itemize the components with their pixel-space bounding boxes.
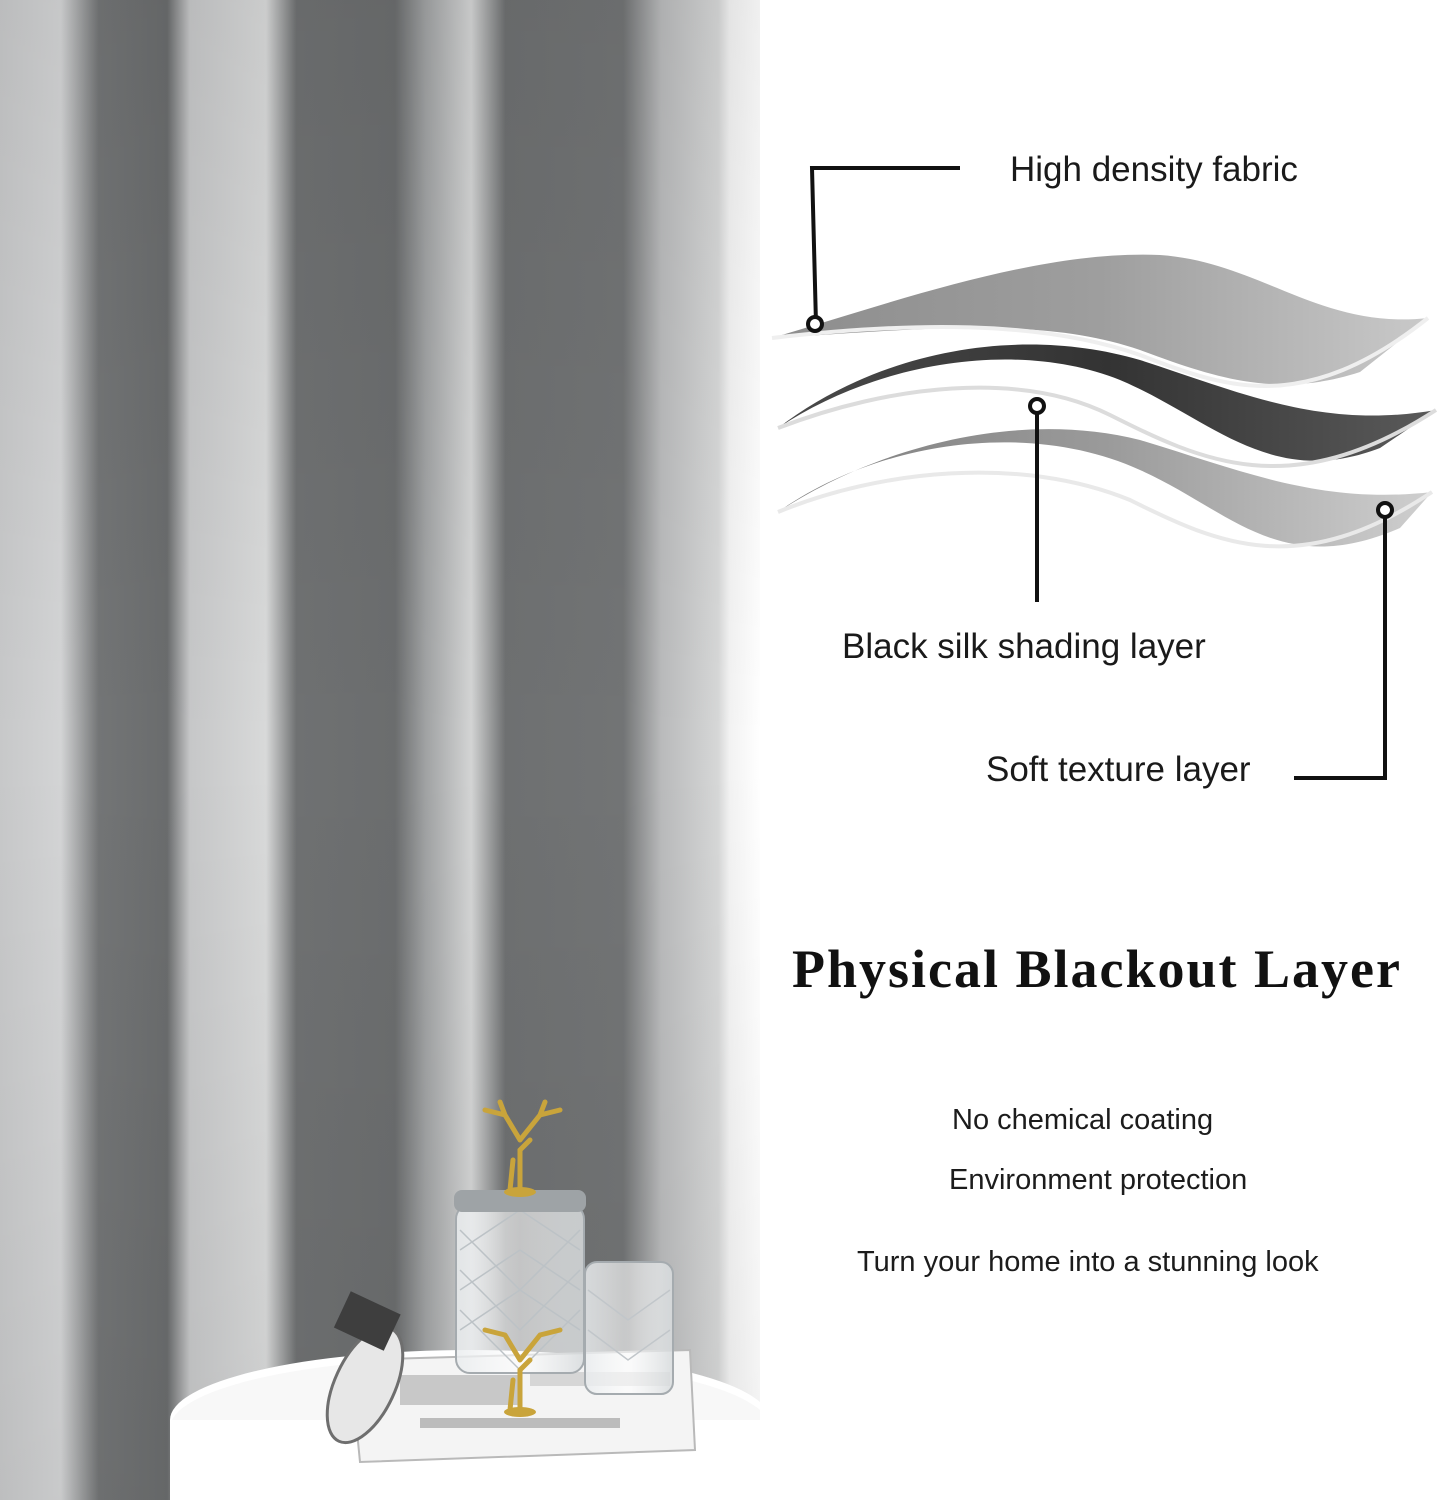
label-black-silk-layer: Black silk shading layer [842,627,1206,666]
marker-middle [1028,397,1046,415]
black-silk-layer-shape [778,344,1436,461]
fabric-layers-diagram [760,0,1448,900]
label-high-density-fabric: High density fabric [1010,150,1298,189]
curtain-photo [0,0,760,1500]
marker-top [806,315,824,333]
high-density-fabric-shape [772,254,1428,385]
soft-texture-layer-shape [778,429,1432,547]
leader-line-bottom [1294,510,1387,780]
feature-environment-protection: Environment protection [949,1164,1248,1196]
feature-stunning-look: Turn your home into a stunning look [857,1246,1319,1278]
feature-no-chemical-coating: No chemical coating [952,1104,1214,1136]
heading-physical-blackout-layer: Physical Blackout Layer [792,939,1402,999]
leader-line-top [809,166,960,325]
marker-bottom [1376,501,1394,519]
label-soft-texture-layer: Soft texture layer [986,750,1251,789]
